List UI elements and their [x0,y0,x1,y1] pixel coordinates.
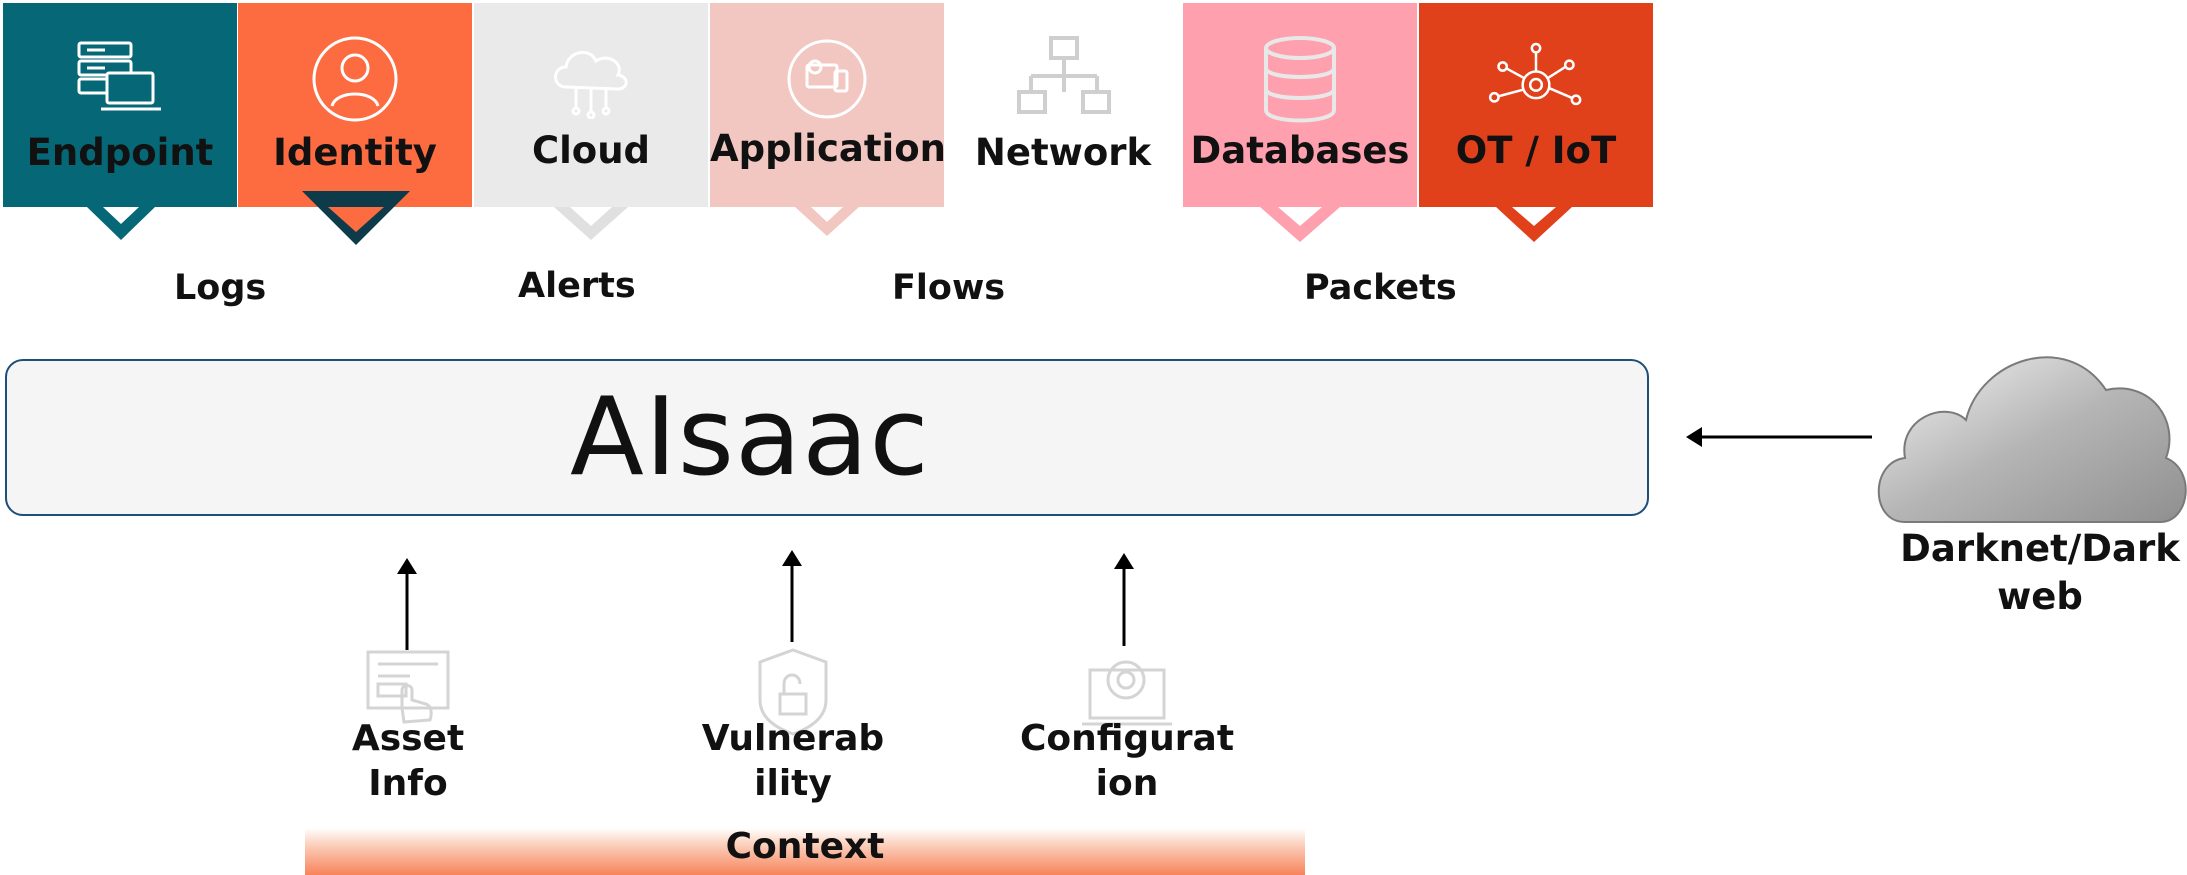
source-label: OT / IoT [1455,129,1617,172]
shield-lock-icon [758,648,828,736]
source-tile-network: Network [946,3,1180,207]
context-item-label-line2: ility [754,763,832,804]
darknet-cloud-icon [1877,356,2187,523]
context-bar [305,828,1305,875]
data-type-flows: Flows [892,268,1006,308]
darknet-label-line2: web [1997,575,2083,618]
context-item-label-line1: Configurat [1019,718,1235,759]
darknet-label-line1: Darknet/Dark [1900,527,2180,570]
context-item-asset-info: Asset Info [288,716,528,806]
source-tile-ot-iot: OT / IoT [1419,3,1653,207]
context-item-vulnerability: Vulnerab ility [673,716,913,806]
network-topology-icon [1013,29,1113,129]
source-tile-databases: Databases [1183,3,1417,207]
source-label: Identity [273,131,437,174]
source-tile-endpoint: Endpoint [3,3,237,207]
data-type-packets: Packets [1304,268,1457,308]
source-tile-identity: Identity [238,3,472,207]
source-label: Applications [710,127,969,170]
source-label: Endpoint [26,131,214,174]
context-item-configuration: Configurat ion [1007,716,1247,806]
source-label: Databases [1190,129,1410,172]
database-icon [1250,29,1350,129]
data-type-alerts: Alerts [518,266,636,306]
source-tile-cloud: Cloud [474,3,708,207]
user-icon [305,29,405,129]
context-item-label-line2: Info [368,763,448,804]
platform-title: AIsaac [570,375,930,500]
laptop-gear-icon [1082,660,1172,726]
context-item-label-line1: Asset [351,718,465,759]
platform-box [5,359,1649,516]
server-laptop-icon [70,29,170,129]
data-type-logs: Logs [174,268,267,308]
iot-hub-icon [1486,29,1586,129]
darknet-label: Darknet/Dark web [1890,525,2187,621]
context-label: Context [725,826,885,867]
cloud-network-icon [541,29,641,129]
context-item-label-line2: ion [1095,763,1159,804]
source-label: Network [974,131,1152,174]
asset-form-icon [366,650,450,724]
context-item-label-line1: Vulnerab [701,718,885,759]
devices-gear-icon [777,29,877,129]
source-tile-applications: Applications [710,3,969,207]
source-label: Cloud [531,129,651,172]
